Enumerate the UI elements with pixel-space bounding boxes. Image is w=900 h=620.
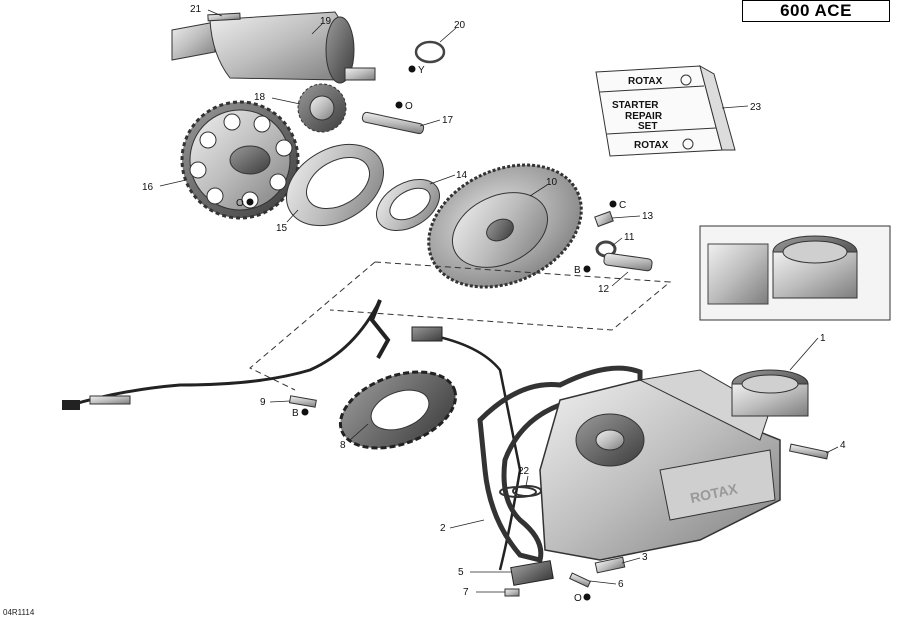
lube-mark-o-gear: O [236,198,254,209]
callout-1: 1 [820,333,826,344]
lube-mark-b-stator-letter: B [292,408,299,419]
callout-12: 12 [598,284,610,295]
callout-19: 19 [320,16,332,27]
callout-labels: 21 19 20 18 17 16 15 14 10 13 11 12 23 1… [142,4,846,598]
starter-motor-part [171,11,376,84]
starter-repair-set-kit: ROTAX STARTER REPAIR SET ROTAX [595,64,736,157]
kit-title-set: SET [638,121,657,132]
crankcase-detail-inset [699,225,891,321]
lube-mark-y: Y [408,65,425,76]
bolt-part-7 [504,588,520,597]
bolt-part-12 [603,252,653,272]
reference-code: 04R1114 [3,608,35,617]
bolt-part-4 [788,443,829,460]
wiring-harness [62,299,522,571]
bolt-part-9 [288,395,317,408]
lube-mark-o-bottom: O [574,593,591,604]
o-ring-part-22 [512,485,542,497]
callout-3: 3 [642,552,648,563]
bolt-part-13 [594,210,614,228]
callout-11: 11 [624,232,635,243]
callout-17: 17 [442,115,454,126]
lube-mark-c: C [609,200,626,211]
callout-15: 15 [276,223,288,234]
lubricant-marks: Y O O C B B O [236,65,626,604]
callout-8: 8 [340,440,346,451]
gear-part-18 [297,83,347,133]
callout-18: 18 [254,92,266,103]
engine-crankcase-part-1: ROTAX [539,369,809,561]
flywheel-part-10 [427,163,583,289]
callout-23: 23 [750,102,762,113]
kit-brand-bottom: ROTAX [634,140,669,151]
pin-part-6 [569,572,591,588]
lube-mark-b-bolt: B [574,265,591,276]
bolt-part-3 [594,556,626,574]
callout-4: 4 [840,440,846,451]
model-label: 600 ACE [742,0,890,22]
callout-6: 6 [618,579,624,590]
gear-part-16 [180,100,300,220]
callout-5: 5 [458,567,464,578]
stator-part-8 [338,370,458,450]
callout-13: 13 [642,211,654,222]
callout-10: 10 [546,177,558,188]
washer-part-15 [286,143,384,227]
bolt-part-21 [207,12,241,22]
leader-lines [159,9,839,593]
callout-20: 20 [454,20,466,31]
lube-mark-o-shaft: O [395,101,413,112]
callout-21: 21 [190,4,202,15]
callout-7: 7 [463,587,469,598]
lube-mark-o-shaft-letter: O [405,101,413,112]
shaft-part-17 [361,111,425,135]
o-ring-part-20 [414,40,446,64]
callout-2: 2 [440,523,446,534]
callout-16: 16 [142,182,154,193]
lube-mark-o-gear-letter: O [236,198,244,209]
lube-mark-y-letter: Y [418,65,425,76]
lube-mark-b-bolt-letter: B [574,265,581,276]
callout-14: 14 [456,170,468,181]
callout-9: 9 [260,397,266,408]
sensor-part-5 [510,560,554,586]
kit-title-starter: STARTER [612,100,659,111]
lube-mark-o-bottom-letter: O [574,593,582,604]
lube-mark-c-letter: C [619,200,626,211]
callout-22: 22 [518,466,530,477]
kit-title-repair: REPAIR [625,111,663,122]
bearing-part-14 [376,178,440,232]
kit-brand-top: ROTAX [628,76,663,87]
lube-mark-b-stator: B [292,408,309,419]
assembly-dashed-frame [249,261,672,391]
